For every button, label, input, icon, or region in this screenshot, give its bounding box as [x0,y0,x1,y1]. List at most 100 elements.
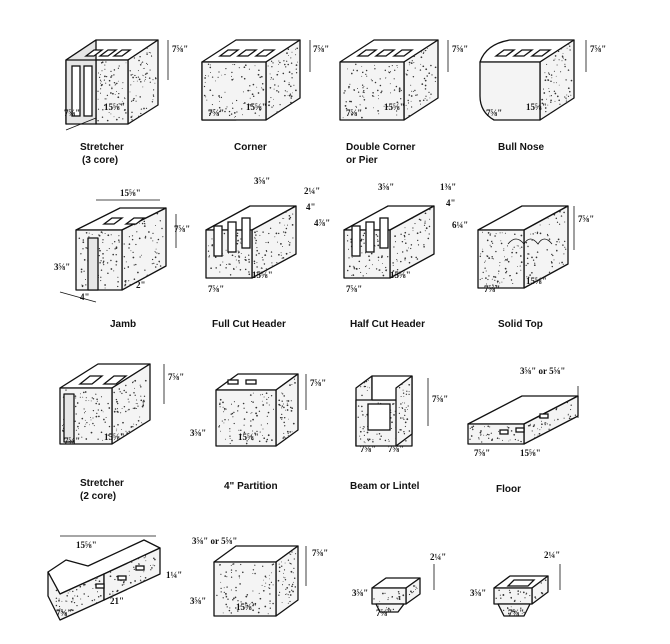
block-stretcher-2-core [59,363,151,445]
dim-width: 7⅝" [64,436,80,446]
stipple-dot [243,77,246,80]
stipple-dot [544,422,546,424]
caption-stretcher-2-core-line2: (2 core) [80,491,116,502]
stipple-dot [220,430,222,432]
stipple-dot [382,262,383,264]
dim-length: 7⅝" [376,608,392,618]
stipple-dot [144,235,147,238]
stipple-dot [100,269,103,271]
stipple-dot [415,586,417,588]
stipple-dot [393,414,395,416]
stipple-dot [283,217,285,219]
stipple-dot [128,247,130,249]
stipple-dot [108,79,111,82]
stipple-dot [560,215,563,217]
stipple-dot [291,431,293,433]
stipple-dot [211,104,213,106]
stipple-dot [151,55,153,56]
stipple-dot [107,234,110,237]
stipple-dot [530,233,532,235]
stipple-dot [565,248,567,250]
stipple-dot [220,587,222,590]
stipple-dot [230,564,232,566]
stipple-dot [229,435,231,437]
dim-c: 4" [306,202,316,212]
dim-width: 7⅝" [474,448,490,458]
stipple-dot [283,436,285,438]
stipple-dot [254,112,257,114]
stipple-dot [227,598,229,600]
stipple-dot [546,233,549,236]
stipple-dot [250,412,252,414]
stipple-dot [292,581,294,583]
stipple-dot [547,104,549,106]
stipple-dot [382,592,384,595]
stipple-dot [156,212,159,215]
stipple-dot [560,48,563,50]
stipple-dot [503,250,505,251]
stipple-dot [91,397,93,399]
stipple-dot [113,410,116,413]
stipple-dot [386,269,388,271]
stipple-dot [574,414,577,416]
stipple-dot [104,233,106,234]
stipple-dot [434,66,437,69]
dim-length: 15⅝" [526,276,547,286]
stipple-dot [359,95,361,97]
stipple-dot [490,246,492,248]
stipple-dot [211,238,213,240]
stipple-dot [237,610,239,612]
stipple-dot [268,232,270,235]
stipple-dot [237,600,239,602]
stipple-dot [569,49,571,51]
stipple-dot [100,280,102,282]
stipple-dot [282,231,285,233]
stipple-dot [151,567,153,569]
stipple-dot [287,95,289,96]
stipple-dot [118,239,120,241]
stipple-dot [145,107,148,110]
stipple-dot [481,277,483,279]
stipple-dot [249,105,251,107]
stipple-dot [109,433,111,435]
stipple-texture [392,208,431,276]
stipple-dot [100,88,102,90]
stipple-dot [139,256,141,258]
dim-width: 7⅝" [484,284,500,294]
stipple-dot [96,412,98,415]
stipple-dot [265,582,267,584]
stipple-dot [495,250,497,253]
stipple-dot [370,252,373,255]
stipple-dot [85,231,88,234]
stipple-dot [123,243,125,245]
stipple-dot [97,108,100,110]
stipple-dot [254,564,256,566]
stipple-dot [226,586,228,588]
stipple-dot [564,63,566,65]
stipple-dot [237,250,239,252]
stipple-dot [225,594,227,596]
stipple-dot [376,235,379,237]
stipple-dot [291,384,293,385]
stipple-dot [252,95,255,97]
stipple-dot [210,267,212,270]
stipple-dot [510,430,513,432]
block-jamb [75,207,167,291]
stipple-dot [393,274,395,276]
stipple-dot [404,409,406,411]
stipple-dot [491,278,493,280]
stipple-dot [98,580,101,583]
stipple-dot [243,407,245,409]
stipple-dot [404,257,407,260]
stipple-dot [115,83,117,85]
stipple-dot [284,63,286,66]
stipple-dot [143,107,145,110]
stipple-dot [544,79,547,82]
stipple-dot [279,222,281,224]
stipple-dot [566,101,568,104]
stipple-dot [132,76,134,79]
stipple-dot [155,248,157,250]
stipple-dot [272,78,274,80]
stipple-dot [491,255,493,258]
stipple-dot [143,75,145,77]
